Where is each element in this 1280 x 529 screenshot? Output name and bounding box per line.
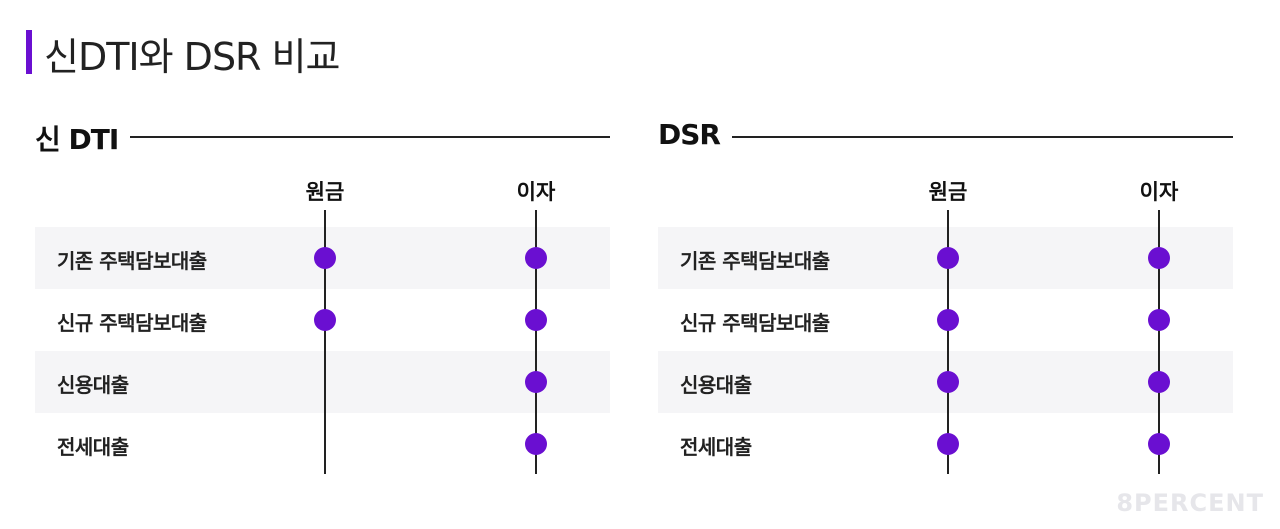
row-label: 신용대출	[57, 373, 129, 397]
page-title: 신DTI와 DSR 비교	[44, 35, 340, 79]
table-row: 전세대출	[658, 413, 1233, 475]
inclusion-dot	[1148, 309, 1170, 331]
panel-new-dti: 신 DTI 기존 주택담보대출 신규 주택담보대출 신용대출 전세대출 원금 이…	[35, 114, 610, 484]
inclusion-dot	[1148, 371, 1170, 393]
column-header-principal: 원금	[305, 180, 345, 204]
inclusion-dot	[937, 371, 959, 393]
inclusion-dot	[525, 309, 547, 331]
row-label: 전세대출	[680, 435, 752, 459]
column-line-principal	[324, 210, 326, 474]
inclusion-dot	[937, 309, 959, 331]
row-label: 기존 주택담보대출	[680, 249, 830, 273]
column-header-interest: 이자	[516, 180, 556, 204]
inclusion-dot	[937, 247, 959, 269]
column-header-interest: 이자	[1139, 180, 1179, 204]
table-row: 전세대출	[35, 413, 610, 475]
panel-heading-row: DSR	[658, 114, 1233, 160]
panel-dsr: DSR 기존 주택담보대출 신규 주택담보대출 신용대출 전세대출 원금 이자	[658, 114, 1233, 484]
inclusion-dot	[314, 309, 336, 331]
row-label: 전세대출	[57, 435, 129, 459]
column-line-interest	[1158, 210, 1160, 474]
column-line-principal	[947, 210, 949, 474]
panel-heading: 신 DTI	[35, 118, 131, 158]
table-row: 신규 주택담보대출	[35, 289, 610, 351]
column-header-principal: 원금	[928, 180, 968, 204]
row-label: 신용대출	[680, 373, 752, 397]
inclusion-dot	[314, 247, 336, 269]
table-row: 신규 주택담보대출	[658, 289, 1233, 351]
panel-heading-row: 신 DTI	[35, 114, 610, 160]
panel-heading: DSR	[658, 118, 732, 151]
title-accent-bar	[26, 30, 32, 74]
row-label: 신규 주택담보대출	[57, 311, 207, 335]
row-label: 신규 주택담보대출	[680, 311, 830, 335]
heading-divider-line	[658, 136, 1233, 138]
inclusion-dot	[1148, 247, 1170, 269]
inclusion-dot	[525, 371, 547, 393]
inclusion-dot	[1148, 433, 1170, 455]
heading-divider-line	[35, 136, 610, 138]
inclusion-dot	[525, 247, 547, 269]
inclusion-dot	[525, 433, 547, 455]
column-line-interest	[535, 210, 537, 474]
inclusion-dot	[937, 433, 959, 455]
table-row: 신용대출	[35, 351, 610, 413]
row-label: 기존 주택담보대출	[57, 249, 207, 273]
brand-logo: 8PERCENT	[1116, 489, 1264, 517]
